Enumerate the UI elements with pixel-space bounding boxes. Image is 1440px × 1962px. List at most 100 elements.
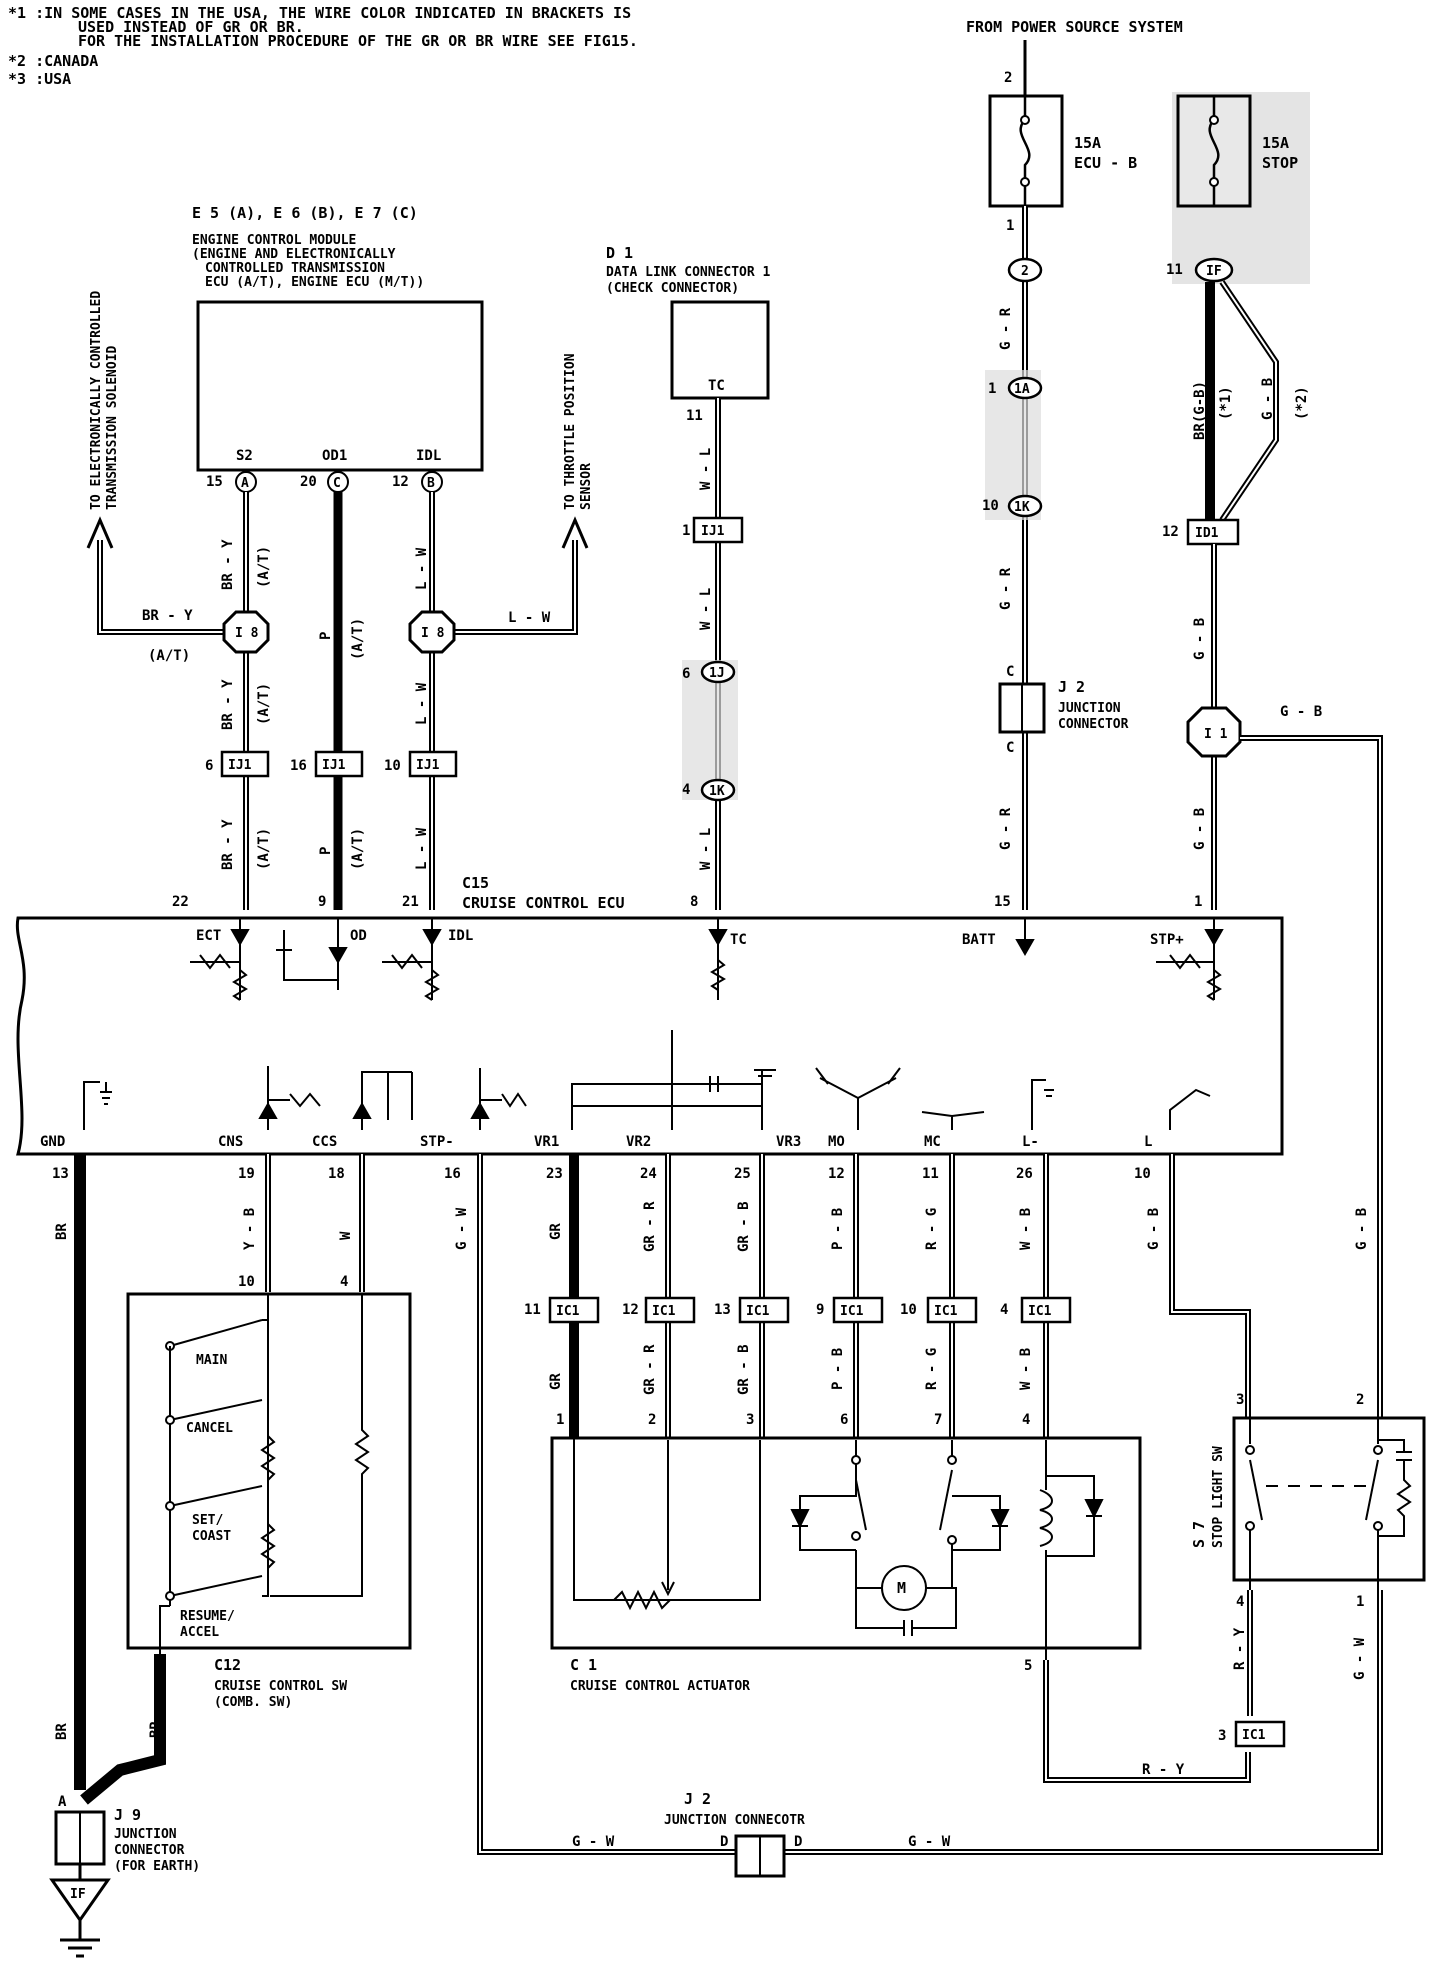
svg-text:W - B: W - B xyxy=(1018,1208,1034,1250)
dlc-pin-tc: TC xyxy=(708,378,725,394)
stop-sw-code: S 7 xyxy=(1190,1521,1208,1548)
svg-text:1J: 1J xyxy=(709,666,725,681)
j2-top-name-1: JUNCTION xyxy=(1058,701,1121,716)
ecm-pin-s2: S2 xyxy=(236,448,253,464)
svg-text:IC1: IC1 xyxy=(746,1304,770,1319)
stp-line: 11 IF 12 ID1 I 1 1 xyxy=(1162,257,1279,910)
svg-text:BR - Y: BR - Y xyxy=(220,819,236,870)
actuator-name: CRUISE CONTROL ACTUATOR xyxy=(570,1679,750,1694)
svg-text:R - Y: R - Y xyxy=(1232,1627,1248,1670)
svg-text:BR - Y: BR - Y xyxy=(220,679,236,730)
svg-text:1A: 1A xyxy=(1014,382,1030,397)
svg-text:4: 4 xyxy=(1236,1594,1244,1610)
earth-label: IF xyxy=(70,1887,86,1902)
power-source-label: FROM POWER SOURCE SYSTEM xyxy=(966,18,1183,36)
svg-text:(A/T): (A/T) xyxy=(350,618,366,660)
ecu-term-stp-minus: STP- xyxy=(420,1134,454,1150)
svg-text:10: 10 xyxy=(982,498,999,514)
svg-text:13: 13 xyxy=(52,1166,69,1182)
svg-text:R - Y: R - Y xyxy=(1142,1762,1185,1778)
ecm-wires xyxy=(86,492,589,910)
svg-text:1: 1 xyxy=(1006,218,1014,234)
svg-text:D: D xyxy=(720,1834,728,1850)
svg-text:10: 10 xyxy=(238,1274,255,1290)
svg-text:9: 9 xyxy=(154,1658,162,1674)
note-1c: FOR THE INSTALLATION PROCEDURE OF THE GR… xyxy=(78,32,638,50)
svg-text:IC1: IC1 xyxy=(840,1304,864,1319)
switch-name-1: CRUISE CONTROL SW xyxy=(214,1679,347,1694)
svg-text:13: 13 xyxy=(714,1302,731,1318)
svg-text:2: 2 xyxy=(1004,70,1012,86)
ecu-term-od: OD xyxy=(350,928,367,944)
svg-text:3: 3 xyxy=(1236,1392,1244,1408)
switch-resume: RESUME/ xyxy=(180,1609,235,1624)
ecu-term-batt: BATT xyxy=(962,932,996,948)
svg-text:1K: 1K xyxy=(1014,500,1030,515)
svg-text:15: 15 xyxy=(994,894,1011,910)
svg-text:W - L: W - L xyxy=(698,828,714,870)
svg-text:P: P xyxy=(318,847,334,855)
j9-name-2: CONNECTOR xyxy=(114,1843,185,1858)
svg-text:G - R: G - R xyxy=(998,307,1014,350)
ij1-connectors: 6 IJ1 16 IJ1 10 IJ1 xyxy=(205,750,458,778)
svg-text:(A/T): (A/T) xyxy=(256,546,272,588)
svg-text:1: 1 xyxy=(1356,1594,1364,1610)
svg-text:22: 22 xyxy=(172,894,189,910)
j9-name-1: JUNCTION xyxy=(114,1827,177,1842)
ecu-term-vr2: VR2 xyxy=(626,1134,651,1150)
ecu-term-gnd: GND xyxy=(40,1134,65,1150)
svg-text:18: 18 xyxy=(328,1166,345,1182)
svg-text:I 8: I 8 xyxy=(235,626,259,641)
svg-text:1: 1 xyxy=(1194,894,1202,910)
stop-sw-name: STOP LIGHT SW xyxy=(1211,1446,1226,1548)
svg-text:L - W: L - W xyxy=(508,610,551,626)
ecm-block: E 5 (A), E 6 (B), E 7 (C) ENGINE CONTROL… xyxy=(192,204,484,493)
svg-text:7: 7 xyxy=(934,1412,942,1428)
svg-text:C: C xyxy=(333,476,341,491)
ecm-pin-od1: OD1 xyxy=(322,448,347,464)
svg-text:19: 19 xyxy=(238,1166,255,1182)
svg-text:A: A xyxy=(241,476,249,491)
ecu-term-ccs: CCS xyxy=(312,1134,337,1150)
cruise-switch: 10 4 MAIN CANCEL SET/ COAST RESUME/ ACCE… xyxy=(126,1274,412,1710)
ecu-term-cns: CNS xyxy=(218,1134,243,1150)
svg-text:G - R: G - R xyxy=(998,567,1014,610)
svg-text:G - B: G - B xyxy=(1192,618,1208,660)
svg-text:11: 11 xyxy=(686,408,703,424)
svg-text:4: 4 xyxy=(340,1274,348,1290)
svg-text:(A/T): (A/T) xyxy=(350,828,366,870)
svg-text:(A/T): (A/T) xyxy=(256,683,272,725)
switch-accel: ACCEL xyxy=(180,1625,219,1640)
j2-top-label: J 2 JUNCTION CONNECTOR xyxy=(1058,678,1129,732)
ecu-term-tc: TC xyxy=(730,932,747,948)
svg-text:G - B: G - B xyxy=(1146,1208,1162,1250)
switch-code: C12 xyxy=(214,1656,241,1674)
svg-text:W: W xyxy=(338,1231,354,1240)
svg-text:L - W: L - W xyxy=(414,547,430,590)
svg-text:IJ1: IJ1 xyxy=(228,758,252,773)
ecu-term-l: L xyxy=(1144,1134,1152,1150)
ecm-title-4: ECU (A/T), ENGINE ECU (M/T)) xyxy=(205,275,424,290)
svg-text:W - L: W - L xyxy=(698,448,714,490)
dlc-title-3: (CHECK CONNECTOR) xyxy=(606,281,739,296)
svg-text:4: 4 xyxy=(682,782,690,798)
svg-text:IC1: IC1 xyxy=(556,1304,580,1319)
svg-text:GR - R: GR - R xyxy=(642,1344,658,1395)
svg-text:8: 8 xyxy=(690,894,698,910)
switch-name-2: (COMB. SW) xyxy=(214,1695,292,1710)
svg-text:3: 3 xyxy=(746,1412,754,1428)
cruise-actuator: 1 2 3 6 7 4 M xyxy=(550,1412,1142,1694)
actuator-code: C 1 xyxy=(570,1656,597,1674)
svg-text:20: 20 xyxy=(300,474,317,490)
svg-text:R - G: R - G xyxy=(924,1208,940,1250)
svg-text:BR - Y: BR - Y xyxy=(220,539,236,590)
svg-text:3: 3 xyxy=(1218,1728,1226,1744)
svg-text:6: 6 xyxy=(840,1412,848,1428)
svg-text:IC1: IC1 xyxy=(652,1304,676,1319)
svg-text:P - B: P - B xyxy=(830,1208,846,1250)
throttle-label-1: TO THROTTLE POSITION xyxy=(563,353,578,510)
svg-text:12: 12 xyxy=(392,474,409,490)
junction-i8: I 8 I 8 xyxy=(222,610,456,654)
fuse-ecu-b: 2 15A ECU - B xyxy=(988,40,1137,208)
